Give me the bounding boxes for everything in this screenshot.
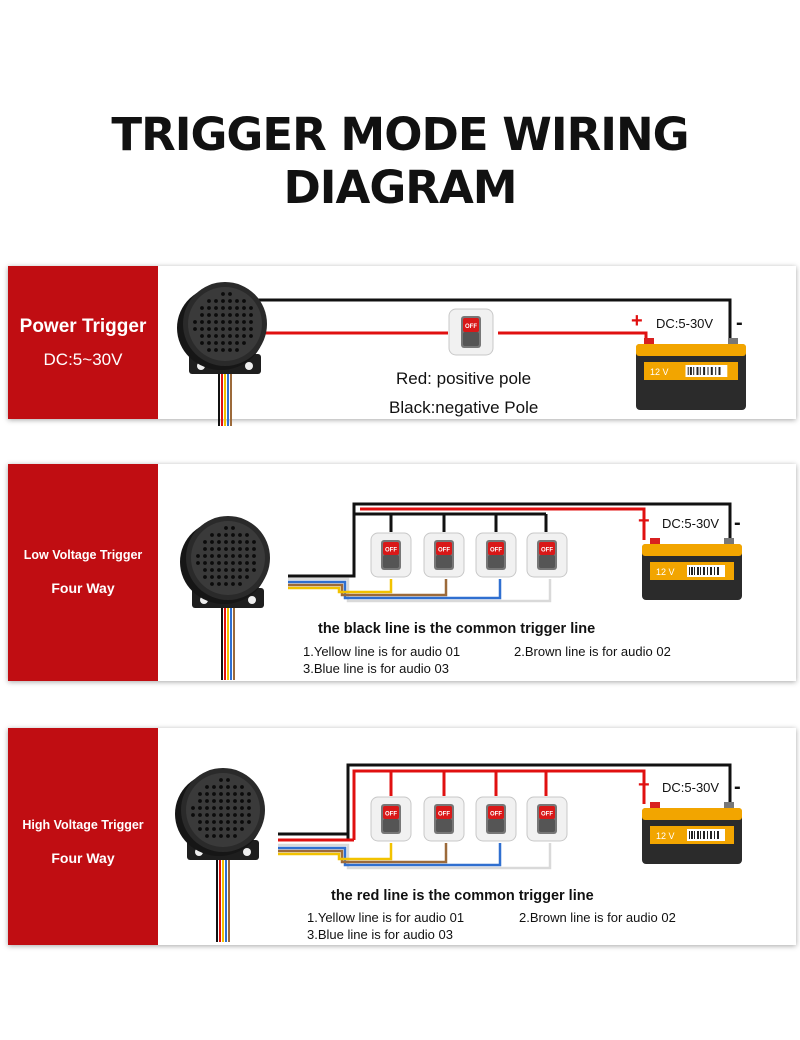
low-voltage-label-box: Low Voltage Trigger Four Way — [8, 464, 158, 681]
svg-text:12 V: 12 V — [650, 367, 669, 377]
legend-black: Black:negative Pole — [389, 398, 539, 417]
svg-text:12 V: 12 V — [656, 567, 675, 577]
note-blue: 3.Blue line is for audio 03 — [307, 927, 453, 942]
battery-icon: 12 V — [636, 338, 746, 410]
minus-sign: - — [734, 512, 741, 534]
power-trigger-title: Power Trigger — [19, 316, 147, 337]
dc-range-label: DC:5-30V — [662, 516, 720, 531]
switch-icon-2: OFF — [423, 532, 465, 578]
low-voltage-trigger-panel: Low Voltage Trigger Four Way — [8, 464, 796, 681]
minus-sign: - — [734, 776, 741, 798]
note-yellow: 1.Yellow line is for audio 01 — [307, 910, 465, 925]
switch-icon-1: OFF — [370, 532, 412, 578]
minus-sign: - — [736, 312, 743, 334]
plus-sign: + — [638, 774, 650, 796]
dc-range-label: DC:5-30V — [662, 780, 720, 795]
high-voltage-trigger-panel: High Voltage Trigger Four Way — [8, 728, 796, 945]
svg-text:OFF: OFF — [385, 548, 397, 554]
low-voltage-sub: Four Way — [51, 580, 115, 596]
switch-icon-4: OFF — [526, 796, 568, 842]
svg-text:OFF: OFF — [490, 812, 502, 818]
common-line-note: the black line is the common trigger lin… — [318, 621, 596, 637]
plus-sign: + — [631, 310, 643, 332]
svg-text:OFF: OFF — [438, 548, 450, 554]
power-trigger-panel: Power Trigger DC:5~30V OFF — [8, 266, 796, 426]
svg-text:OFF: OFF — [490, 548, 502, 554]
switch-icon-2: OFF — [423, 796, 465, 842]
svg-text:OFF: OFF — [465, 324, 477, 330]
battery-icon: 12 V — [642, 802, 742, 864]
battery-icon: 12 V — [642, 538, 742, 600]
plus-sign: + — [638, 510, 650, 532]
svg-text:OFF: OFF — [438, 812, 450, 818]
speaker-icon — [178, 510, 278, 680]
svg-text:OFF: OFF — [541, 548, 553, 554]
dc-range-label: DC:5-30V — [656, 316, 714, 331]
power-trigger-label-box: Power Trigger DC:5~30V — [8, 266, 158, 419]
speaker-icon — [173, 762, 273, 942]
switch-icon-3: OFF — [475, 532, 517, 578]
power-trigger-voltage: DC:5~30V — [43, 350, 123, 369]
svg-text:OFF: OFF — [385, 812, 397, 818]
high-voltage-sub: Four Way — [51, 850, 115, 866]
switch-icon-1: OFF — [370, 796, 412, 842]
switch-icon: OFF — [448, 308, 494, 356]
page-title: TRIGGER MODE WIRING DIAGRAM — [111, 108, 689, 214]
note-brown: 2.Brown line is for audio 02 — [514, 644, 671, 659]
svg-text:OFF: OFF — [541, 812, 553, 818]
switch-icon-4: OFF — [526, 532, 568, 578]
common-line-note: the red line is the common trigger line — [331, 888, 594, 904]
note-brown: 2.Brown line is for audio 02 — [519, 910, 676, 925]
svg-text:12 V: 12 V — [656, 831, 675, 841]
note-blue: 3.Blue line is for audio 03 — [303, 661, 449, 676]
high-voltage-wiring — [278, 763, 732, 870]
note-yellow: 1.Yellow line is for audio 01 — [303, 644, 461, 659]
speaker-icon — [175, 276, 275, 426]
switch-icon-3: OFF — [475, 796, 517, 842]
high-voltage-label-box: High Voltage Trigger Four Way — [8, 728, 158, 945]
legend-red: Red: positive pole — [396, 369, 532, 388]
low-voltage-title: Low Voltage Trigger — [23, 548, 143, 562]
high-voltage-title: High Voltage Trigger — [22, 818, 144, 832]
low-voltage-wiring — [288, 502, 732, 603]
